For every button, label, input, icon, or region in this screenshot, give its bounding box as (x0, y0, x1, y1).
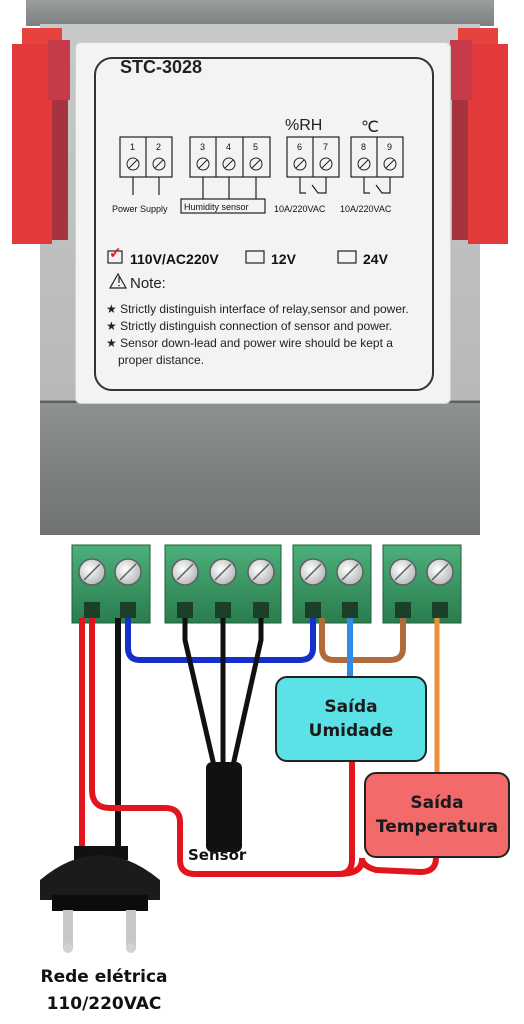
model-number: STC-3028 (120, 57, 203, 77)
device-top-cap (26, 0, 494, 26)
humidity-sensor-label: Humidity sensor (184, 202, 249, 212)
temp-unit-label: ℃ (361, 119, 379, 136)
mains-caption: Rede elétrica 110/220VAC (14, 964, 194, 1018)
terminal-number: 2 (156, 142, 162, 152)
terminal-number: 5 (253, 142, 259, 152)
temperature-output-line2: Temperatura (375, 817, 499, 837)
terminal-block-power (71, 544, 151, 624)
label-border (94, 57, 434, 391)
humidity-output-line1: Saída (324, 697, 378, 717)
wire-power-red-3 (337, 850, 439, 877)
terminal-block-temperature-relay (382, 544, 462, 624)
terminal-block-humidity-relay (292, 544, 372, 624)
wire-brown-jumper (319, 618, 406, 663)
terminal-number: 1 (130, 142, 136, 152)
terminal-number: 8 (361, 142, 367, 152)
voltage-option-24v: 24V (363, 251, 388, 267)
terminal-number: 6 (297, 142, 303, 152)
terminal-diagram (107, 136, 404, 289)
sensor-probe (206, 762, 242, 852)
wire-blue-jumper (125, 618, 316, 663)
temperature-output-box: Saída Temperatura (364, 772, 510, 858)
mains-caption-line2: 110/220VAC (46, 994, 162, 1014)
sensor-caption: Sensor (188, 846, 247, 864)
temperature-output-line1: Saída (410, 793, 464, 813)
note-line: ★ Strictly distinguish connection of sen… (106, 319, 393, 333)
relay-rating-temperature: 10A/220VAC (340, 204, 392, 214)
note-line: ★ Sensor down-lead and power wire should… (106, 336, 393, 350)
wire-sensor-1 (182, 618, 218, 771)
terminal-number: 3 (200, 142, 206, 152)
wire-sensor-3 (229, 618, 264, 771)
terminal-number: 7 (323, 142, 329, 152)
power-supply-label: Power Supply (112, 204, 168, 214)
note-line: proper distance. (118, 353, 205, 367)
wiring-label: STC-3028 (75, 42, 451, 404)
notes-list: ★ Strictly distinguish interface of rela… (106, 301, 446, 369)
voltage-option-110-220: 110V/AC220V (130, 251, 219, 267)
humidity-output-line2: Umidade (308, 721, 394, 741)
checkmark-icon: ✓ (109, 245, 122, 262)
wiring-diagram (40, 544, 462, 953)
left-mounting-clip (12, 28, 70, 244)
voltage-option-12v: 12V (271, 251, 296, 267)
right-mounting-clip (450, 28, 508, 244)
humidity-output-box: Saída Umidade (275, 676, 427, 762)
terminal-number: 4 (226, 142, 232, 152)
note-line: ★ Strictly distinguish interface of rela… (106, 302, 409, 316)
device-lower-body (40, 400, 480, 535)
note-title: Note: (130, 275, 166, 292)
power-terminal-group (107, 136, 404, 289)
terminal-number: 9 (387, 142, 393, 152)
power-plug-icon (40, 846, 160, 953)
relay-rating-humidity: 10A/220VAC (274, 204, 326, 214)
rh-unit-label: %RH (285, 117, 323, 134)
mains-caption-line1: Rede elétrica (40, 967, 168, 987)
